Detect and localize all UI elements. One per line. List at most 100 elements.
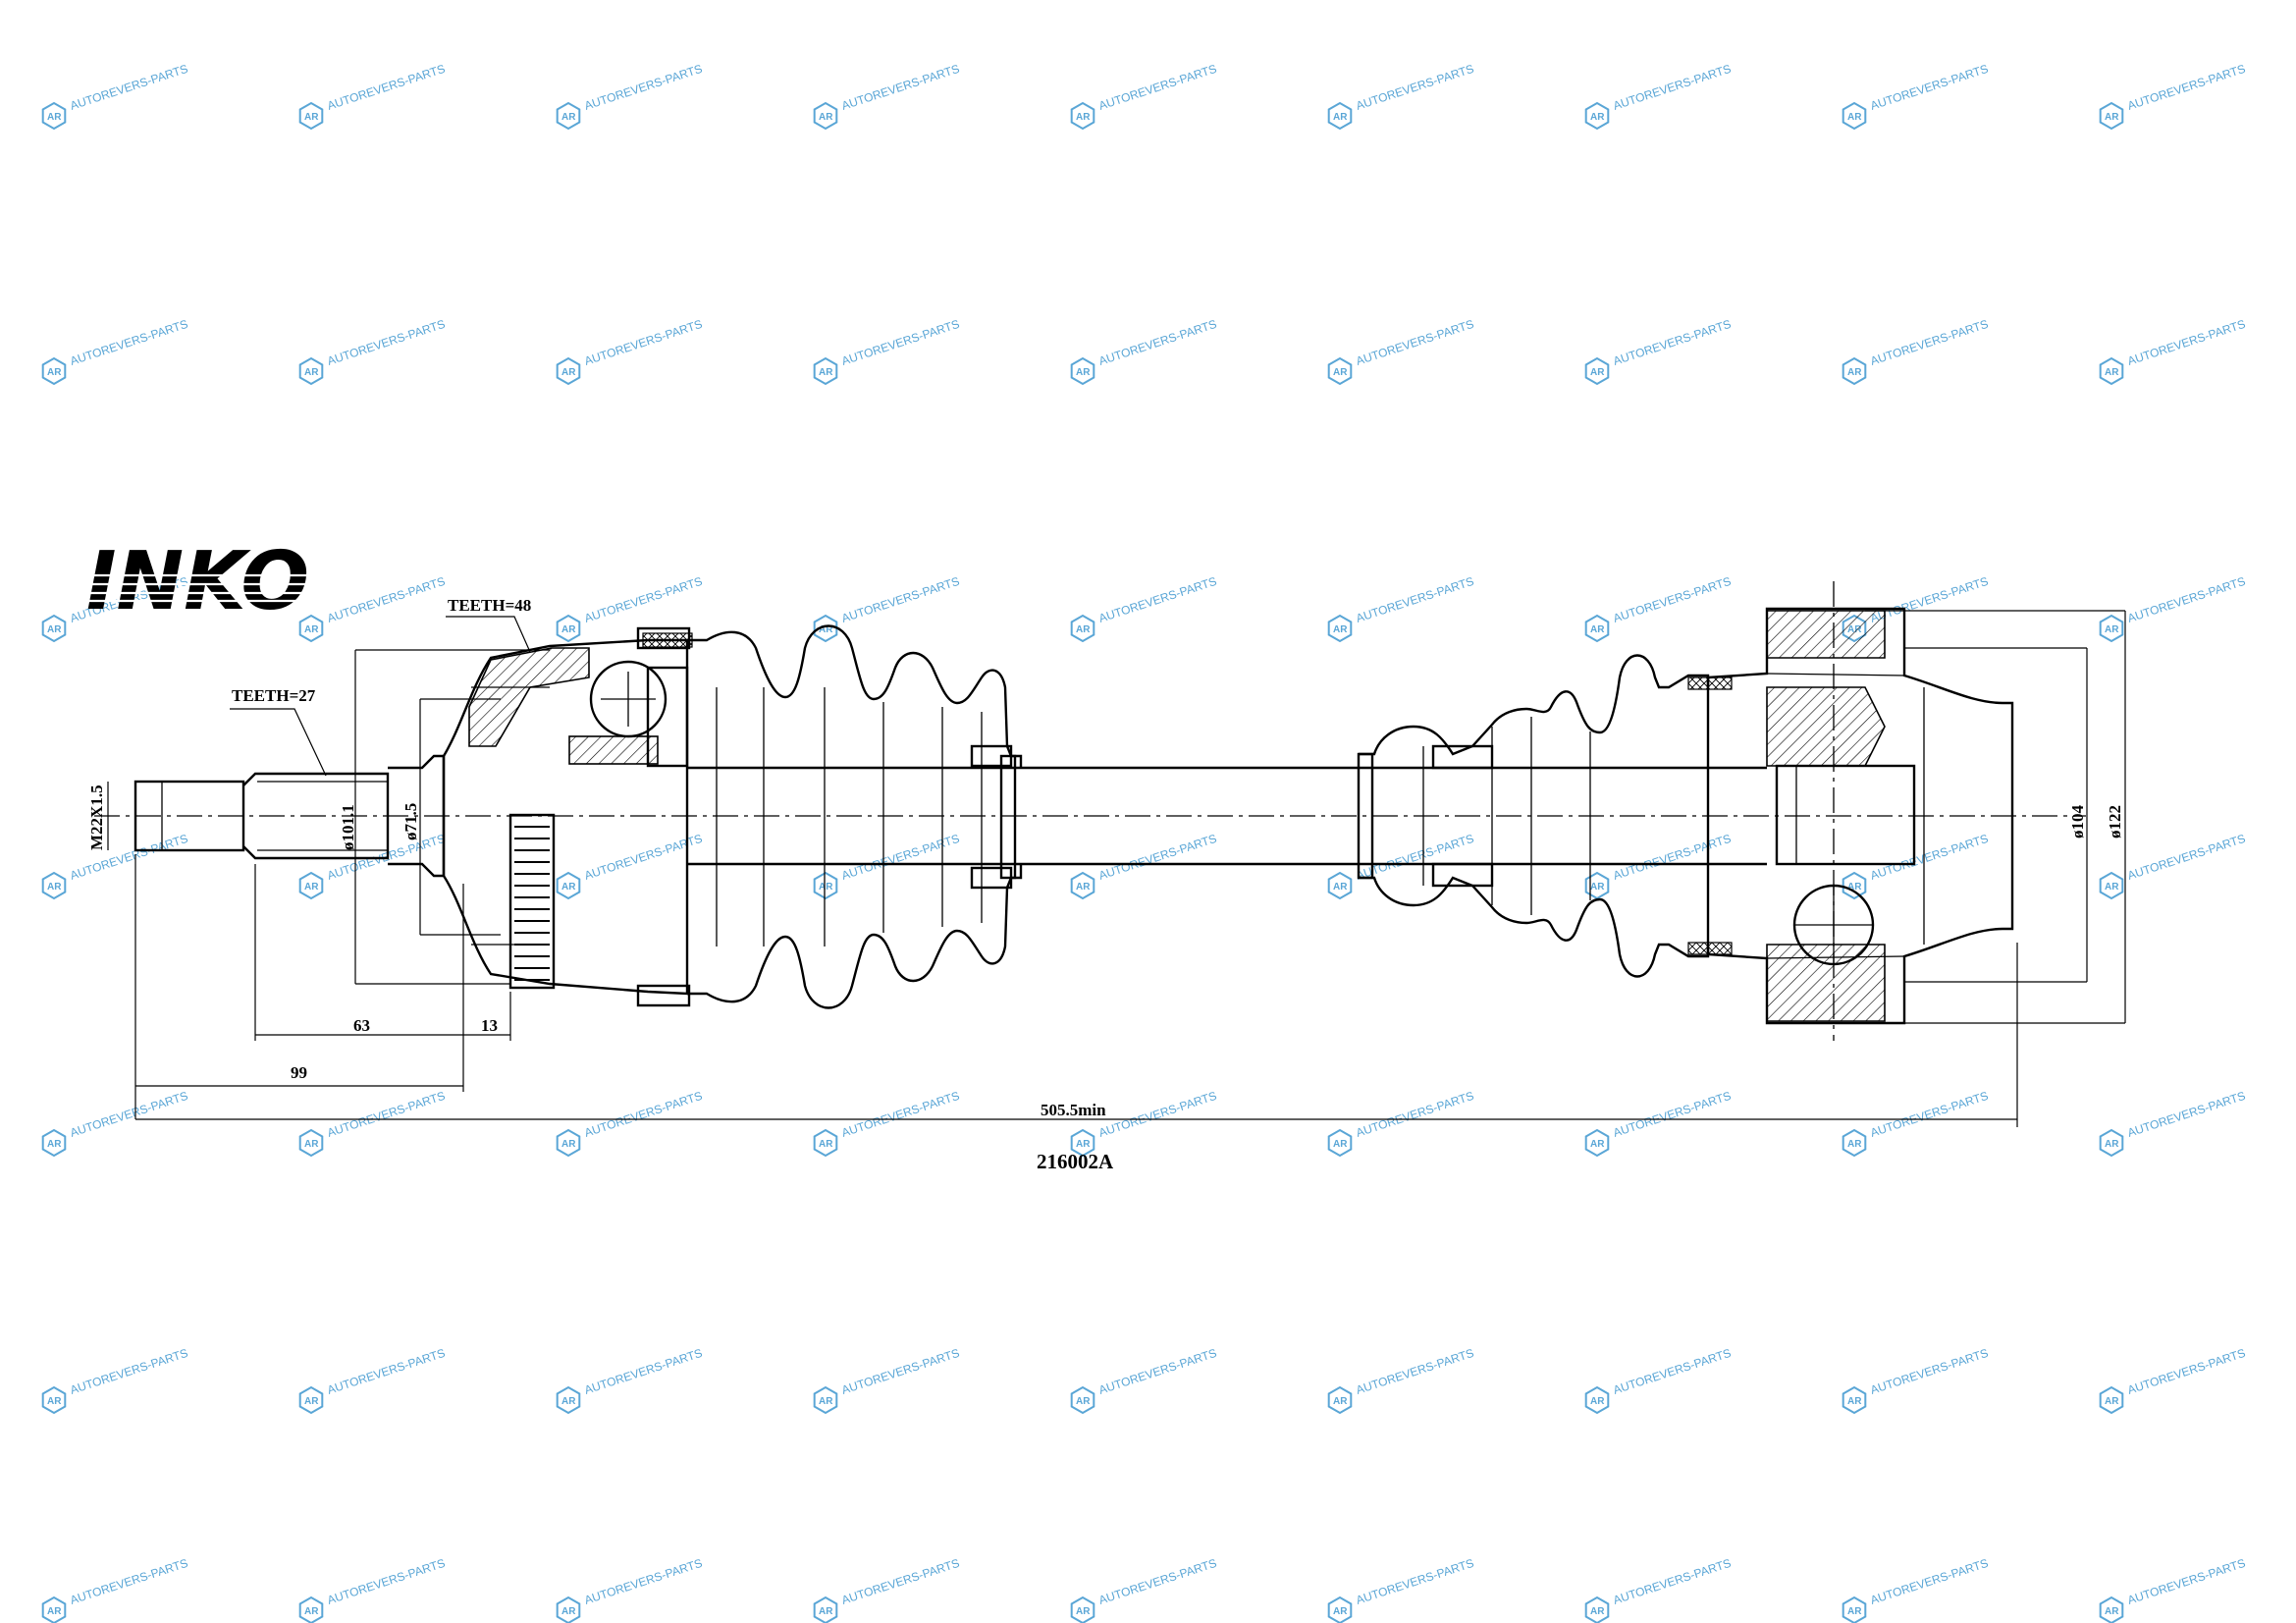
watermark-text: AUTOREVERS-PARTS	[1869, 1089, 1991, 1140]
watermark-badge-icon	[298, 614, 324, 643]
watermark-text: AUTOREVERS-PARTS	[1355, 62, 1476, 113]
watermark-badge-icon	[1327, 1128, 1353, 1158]
watermark-badge-text: AR	[47, 882, 62, 893]
watermark-text: AUTOREVERS-PARTS	[840, 62, 962, 113]
watermark-badge-icon	[1327, 1596, 1353, 1623]
watermark-badge-text: AR	[819, 1396, 833, 1407]
watermark-text: AUTOREVERS-PARTS	[1097, 317, 1219, 368]
watermark-text: AUTOREVERS-PARTS	[1869, 1556, 1991, 1607]
watermark-badge-icon	[1327, 871, 1353, 900]
watermark-text: AUTOREVERS-PARTS	[2126, 1346, 2248, 1397]
watermark-badge-text: AR	[2105, 882, 2119, 893]
watermark-badge-text: AR	[1333, 1606, 1348, 1617]
watermark-badge-text: AR	[2105, 1606, 2119, 1617]
watermark-text: AUTOREVERS-PARTS	[69, 1556, 190, 1607]
callout-teeth-48: TEETH=48	[448, 596, 531, 615]
watermark-badge-text: AR	[1590, 1139, 1605, 1150]
watermark-badge-icon	[298, 356, 324, 386]
watermark-text: AUTOREVERS-PARTS	[2126, 62, 2248, 113]
outer-cv-joint	[133, 626, 693, 1007]
watermark-badge-text: AR	[2105, 112, 2119, 123]
watermark-badge-icon	[1584, 356, 1610, 386]
watermark-text: AUTOREVERS-PARTS	[583, 574, 705, 625]
watermark-text: AUTOREVERS-PARTS	[326, 574, 448, 625]
dim-dia-101: ø101.1	[339, 804, 357, 850]
watermark-badge-text: AR	[1590, 1606, 1605, 1617]
watermark-stamp: AR AUTOREVERS-PARTS	[1070, 62, 1219, 131]
watermark-badge-icon	[1584, 1385, 1610, 1415]
watermark-text: AUTOREVERS-PARTS	[1869, 62, 1991, 113]
watermark-badge-icon	[2099, 871, 2124, 900]
watermark-text: AUTOREVERS-PARTS	[1097, 1556, 1219, 1607]
watermark-badge-text: AR	[2105, 367, 2119, 378]
watermark-badge-text: AR	[1076, 882, 1091, 893]
watermark-badge-text: AR	[1076, 624, 1091, 635]
watermark-badge-text: AR	[47, 112, 62, 123]
watermark-text: AUTOREVERS-PARTS	[326, 1089, 448, 1140]
watermark-text: AUTOREVERS-PARTS	[583, 62, 705, 113]
watermark-text: AUTOREVERS-PARTS	[2126, 317, 2248, 368]
watermark-badge-text: AR	[561, 112, 576, 123]
watermark-text: AUTOREVERS-PARTS	[69, 1346, 190, 1397]
watermark-badge-icon	[1070, 614, 1095, 643]
watermark-text: AUTOREVERS-PARTS	[2126, 1556, 2248, 1607]
watermark-text: AUTOREVERS-PARTS	[69, 317, 190, 368]
watermark-badge-text: AR	[304, 1396, 319, 1407]
watermark-badge-text: AR	[819, 882, 833, 893]
watermark-badge-text: AR	[1333, 1396, 1348, 1407]
watermark-badge-icon	[1327, 614, 1353, 643]
watermark-badge-icon	[556, 871, 581, 900]
watermark-badge-text: AR	[2105, 1139, 2119, 1150]
watermark-stamp: AR AUTOREVERS-PARTS	[298, 1346, 448, 1415]
watermark-text: AUTOREVERS-PARTS	[2126, 832, 2248, 883]
watermark-stamp: AR AUTOREVERS-PARTS	[2099, 1089, 2248, 1158]
watermark-badge-icon	[813, 1385, 838, 1415]
watermark-badge-icon	[1584, 101, 1610, 131]
inner-tripod-joint	[1414, 581, 2014, 1041]
watermark-badge-icon	[813, 614, 838, 643]
watermark-stamp: AR AUTOREVERS-PARTS	[1327, 1556, 1476, 1623]
watermark-text: AUTOREVERS-PARTS	[840, 1089, 962, 1140]
watermark-text: AUTOREVERS-PARTS	[2126, 1089, 2248, 1140]
watermark-badge-icon	[1584, 1596, 1610, 1623]
watermark-text: AUTOREVERS-PARTS	[69, 62, 190, 113]
watermark-badge-icon	[1584, 1128, 1610, 1158]
watermark-badge-text: AR	[819, 624, 833, 635]
watermark-badge-text: AR	[1847, 1396, 1862, 1407]
watermark-badge-icon	[1327, 1385, 1353, 1415]
inner-boot	[1357, 654, 1733, 978]
watermark-badge-text: AR	[1076, 112, 1091, 123]
watermark-text: AUTOREVERS-PARTS	[1869, 317, 1991, 368]
watermark-badge-text: AR	[561, 1606, 576, 1617]
watermark-text: AUTOREVERS-PARTS	[1097, 1089, 1219, 1140]
watermark-badge-text: AR	[1333, 1139, 1348, 1150]
watermark-text: AUTOREVERS-PARTS	[1097, 62, 1219, 113]
drive-shaft	[687, 766, 1414, 866]
watermark-badge-icon	[813, 101, 838, 131]
watermark-badge-text: AR	[1847, 112, 1862, 123]
dimension-lines: M22X1.5 ø101.1 ø71.5 63 13 99 505.5min ø…	[87, 610, 2126, 1127]
watermark-text: AUTOREVERS-PARTS	[1355, 1556, 1476, 1607]
watermark-text: AUTOREVERS-PARTS	[326, 1346, 448, 1397]
watermark-text: AUTOREVERS-PARTS	[1612, 1556, 1734, 1607]
watermark-badge-icon	[813, 356, 838, 386]
watermark-text: AUTOREVERS-PARTS	[1097, 832, 1219, 883]
watermark-badge-text: AR	[1847, 1139, 1862, 1150]
watermark-text: AUTOREVERS-PARTS	[326, 1556, 448, 1607]
watermark-badge-icon	[1327, 356, 1353, 386]
